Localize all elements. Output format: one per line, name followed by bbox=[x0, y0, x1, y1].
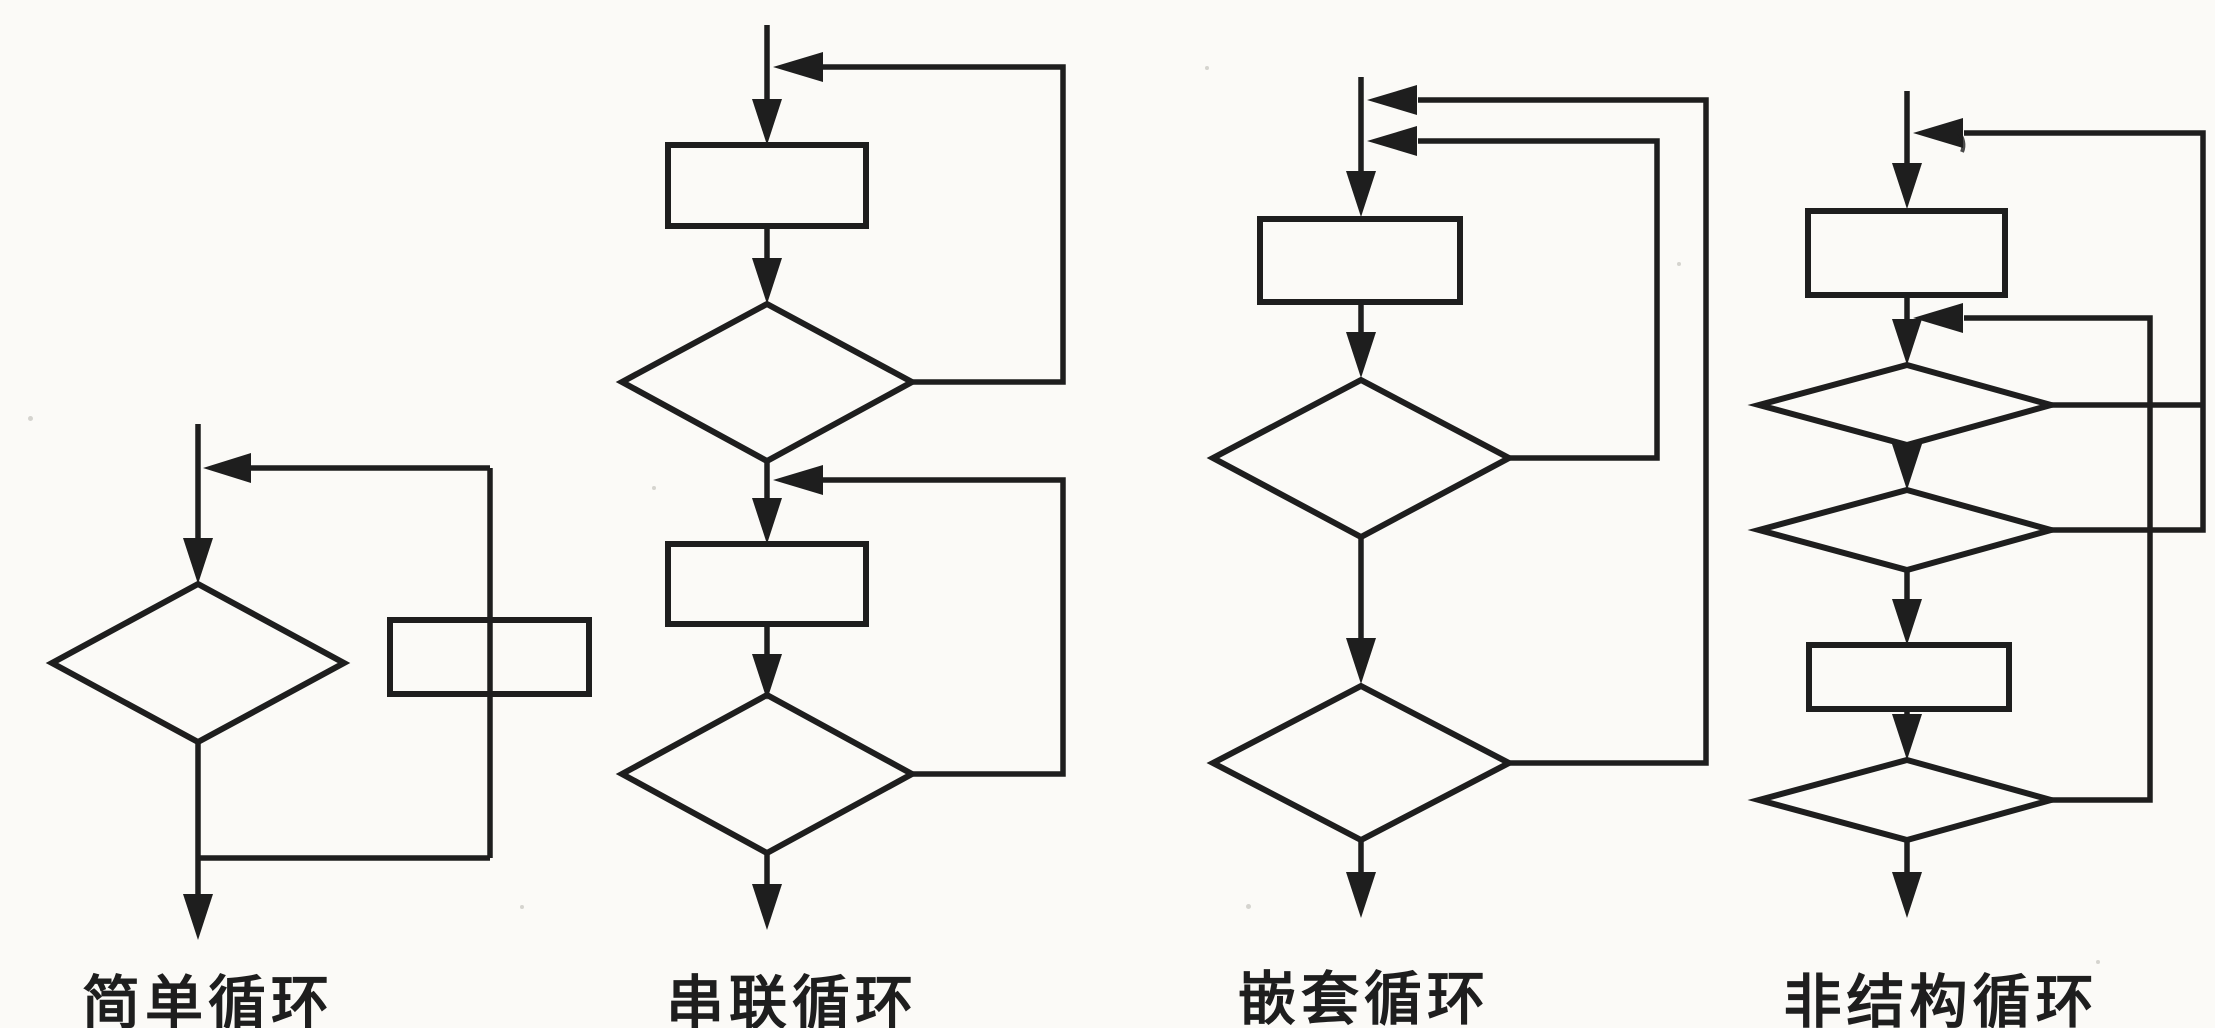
arrow-left-icon bbox=[773, 465, 823, 495]
arrow-left-icon bbox=[1367, 126, 1417, 156]
arrow-down-icon bbox=[752, 654, 782, 700]
decision-diamond bbox=[615, 300, 919, 465]
arrow-left-icon bbox=[1913, 303, 1963, 333]
flowchart-serial-loops bbox=[615, 25, 1066, 930]
decision-diamond bbox=[1206, 376, 1516, 541]
process-box bbox=[1806, 642, 2012, 712]
flowchart-non-structured-loop bbox=[1747, 91, 2206, 918]
arrow-down-icon bbox=[1346, 171, 1376, 217]
arrow-down-icon bbox=[752, 498, 782, 544]
arrow-down-icon bbox=[1892, 599, 1922, 645]
arrow-down-icon bbox=[752, 258, 782, 304]
decision-diamond bbox=[1747, 756, 2063, 844]
caption-simple-loop: 简单循环 bbox=[81, 969, 335, 1028]
arrow-down-icon bbox=[752, 99, 782, 145]
arrow-down-icon bbox=[1892, 163, 1922, 209]
scan-speck bbox=[1677, 262, 1681, 266]
process-box bbox=[1257, 216, 1463, 305]
flowchart-simple-loop bbox=[45, 424, 592, 940]
decision-diamond bbox=[615, 691, 919, 857]
caption-serial-loops: 串联循环 bbox=[665, 969, 919, 1028]
arrow-down-icon bbox=[1892, 714, 1922, 760]
arrow-down-icon bbox=[1892, 872, 1922, 918]
flowchart-nested-loops bbox=[1206, 77, 1709, 918]
arrow-down-icon bbox=[183, 538, 213, 584]
outer-loopback-line bbox=[1964, 130, 2206, 533]
arrow-down-icon bbox=[1346, 872, 1376, 918]
process-box bbox=[665, 541, 869, 627]
scan-speck bbox=[1205, 66, 1209, 70]
arrow-down-icon bbox=[1892, 444, 1922, 490]
arrow-down-icon bbox=[752, 884, 782, 930]
arrow-down-icon bbox=[1346, 332, 1376, 378]
arrow-down-icon bbox=[183, 894, 213, 940]
caption-nested-loops: 嵌套循环 bbox=[1237, 965, 1491, 1028]
outer-loopback-line bbox=[1418, 97, 1709, 766]
process-box bbox=[665, 142, 869, 229]
scan-speck bbox=[2096, 960, 2100, 964]
caption-non-structured-loop: 非结构循环 bbox=[1783, 968, 2099, 1028]
scan-speck bbox=[28, 416, 33, 421]
scan-speck bbox=[1246, 904, 1251, 909]
arrow-down-icon bbox=[1892, 319, 1922, 365]
decision-diamond bbox=[45, 580, 351, 746]
arrow-left-icon bbox=[773, 52, 823, 82]
process-box bbox=[387, 617, 592, 697]
scan-speck bbox=[652, 486, 656, 490]
inner-loopback-line bbox=[1418, 138, 1660, 461]
decision-diamond bbox=[1747, 486, 2063, 574]
decision-diamond bbox=[1206, 682, 1516, 844]
decision-diamond bbox=[1747, 361, 2063, 449]
arrow-left-icon bbox=[1913, 118, 1963, 148]
arrow-down-icon bbox=[1346, 638, 1376, 684]
inner-loopback-line bbox=[1964, 315, 2153, 803]
arrow-left-icon bbox=[203, 453, 251, 483]
loopback-2-line bbox=[822, 477, 1066, 777]
scan-speck bbox=[520, 905, 524, 909]
flowchart-canvas bbox=[45, 25, 2206, 940]
loopback-1-line bbox=[822, 64, 1066, 385]
arrow-left-icon bbox=[1367, 85, 1417, 115]
ink-speck bbox=[1956, 130, 1966, 153]
process-box bbox=[1805, 208, 2008, 298]
